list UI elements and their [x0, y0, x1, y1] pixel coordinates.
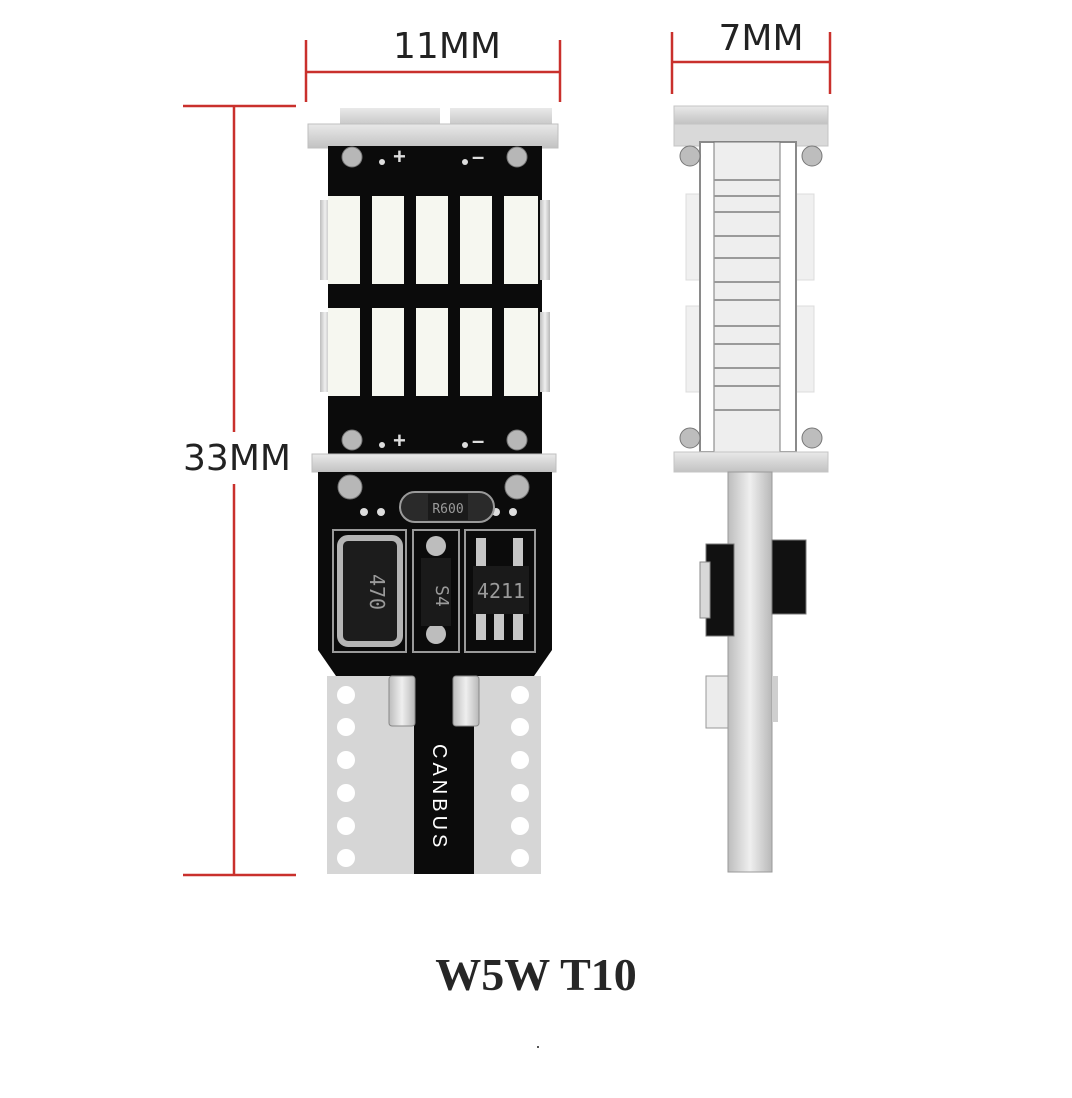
diode-code: S4: [431, 585, 452, 607]
bulb-front-view: + – + – R600: [307, 108, 559, 874]
led-chip: [372, 308, 404, 396]
bulb-side-view: [673, 105, 829, 873]
led-chip: [416, 308, 448, 396]
led-chip: [416, 196, 448, 284]
side-middle-plate: [673, 451, 829, 473]
canbus-label: CANBUS: [428, 744, 450, 851]
height-dimension: 33MM: [183, 104, 296, 877]
stray-dot: [537, 1046, 539, 1048]
minus-marking-top: –: [472, 144, 484, 169]
led-chip: [504, 308, 538, 396]
led-chip: [460, 308, 492, 396]
led-board: [328, 146, 542, 456]
led-array: [328, 196, 538, 396]
led-chip: [328, 196, 360, 284]
ic-chip: 4211: [464, 529, 536, 653]
middle-band: [311, 453, 557, 473]
depth-label: 7MM: [718, 18, 803, 59]
led-chip: [372, 196, 404, 284]
plus-marking-top: +: [393, 144, 406, 169]
width-dimension: 11MM: [304, 26, 562, 102]
side-stem: [727, 471, 773, 873]
led-chip: [328, 308, 360, 396]
top-cap: [307, 108, 559, 149]
side-top-plate: [673, 105, 829, 125]
diode: S4: [412, 529, 460, 653]
wedge-base: CANBUS: [327, 675, 541, 874]
top-solder-pads: [341, 146, 528, 451]
inductor: 470: [332, 529, 407, 653]
height-label: 33MM: [183, 438, 291, 479]
product-title: W5W T10: [435, 949, 637, 1000]
inductor-code: 470: [365, 574, 389, 610]
depth-dimension: 7MM: [670, 18, 832, 94]
ic-code: 4211: [477, 579, 525, 603]
led-chip: [460, 196, 492, 284]
width-label: 11MM: [393, 26, 501, 67]
plus-marking-bottom: +: [393, 428, 406, 453]
led-chip: [504, 196, 538, 284]
minus-marking-bottom: –: [472, 428, 484, 453]
resistor: R600: [399, 491, 495, 523]
resistor-code: R600: [432, 502, 463, 517]
